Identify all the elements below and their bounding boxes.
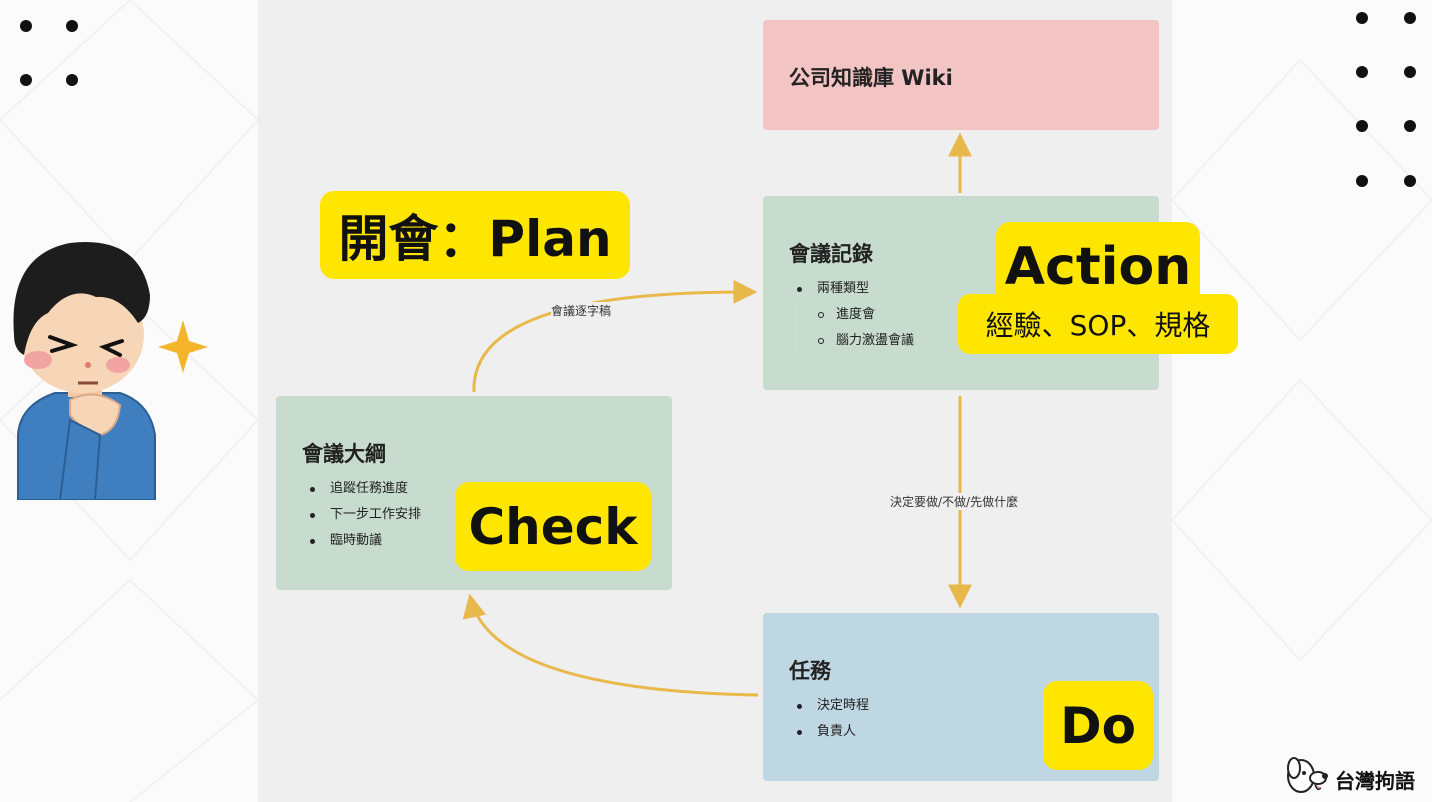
list-item: 進度會 [800, 302, 914, 328]
brand-logo: 台灣拘語 [1285, 754, 1431, 798]
task-title: 任務 [789, 659, 831, 683]
list-item: 臨時動議 [306, 528, 421, 554]
plan-tag: 開會：Plan [320, 191, 630, 279]
meeting-record-bullets: 兩種類型 [793, 276, 869, 302]
list-item: 決定時程 [793, 693, 869, 719]
thinking-person-illustration [13, 242, 208, 500]
list-item: 追蹤任務進度 [306, 476, 421, 502]
meeting-record-sub-bullets: 進度會 腦力激盪會議 [799, 302, 914, 354]
decorative-dots-right [1356, 12, 1418, 192]
list-item: 負責人 [793, 719, 869, 745]
action-tag-sub: 經驗、SOP、規格 [958, 294, 1238, 354]
list-item: 下一步工作安排 [306, 502, 421, 528]
list-item: 腦力激盪會議 [800, 328, 914, 354]
agenda-title: 會議大綱 [302, 442, 386, 466]
list-item: 兩種類型 [793, 276, 869, 302]
action-tag: Action 經驗、SOP、規格 [958, 222, 1238, 354]
wiki-title: 公司知識庫 Wiki [789, 66, 953, 90]
meeting-record-title: 會議記錄 [789, 242, 873, 266]
edge-label-decision: 決定要做/不做/先做什麼 [890, 493, 1019, 510]
arrow-task-to-agenda [462, 593, 759, 697]
brand-logo-text: 台灣拘語 [1335, 769, 1415, 793]
decorative-dots-left [20, 20, 84, 90]
edge-label-transcript: 會議逐字稿 [551, 302, 612, 319]
do-tag: Do [1043, 681, 1153, 770]
agenda-bullets: 追蹤任務進度 下一步工作安排 臨時動議 [306, 476, 421, 554]
wiki-node[interactable]: 公司知識庫 Wiki [763, 20, 1159, 130]
check-tag: Check [455, 482, 651, 571]
task-bullets: 決定時程 負責人 [793, 693, 869, 745]
arrow-agenda-to-record [472, 279, 758, 393]
dog-mascot-icon [1287, 757, 1328, 793]
